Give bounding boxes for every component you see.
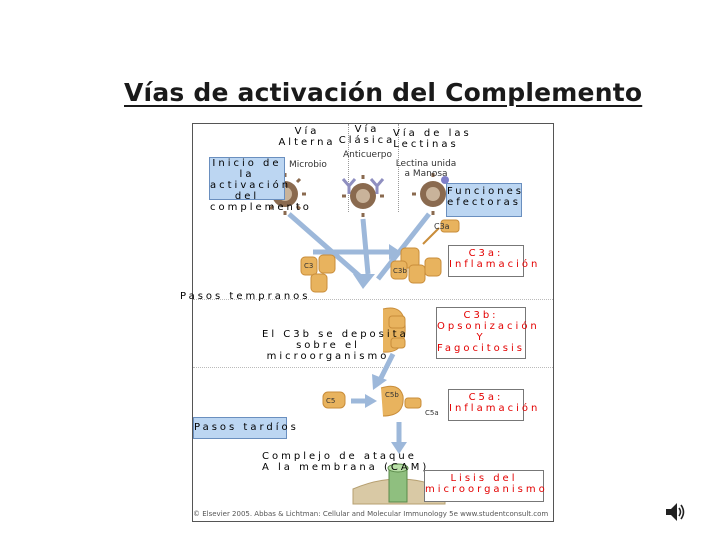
c5b-protein <box>380 385 404 417</box>
c3b-box-line4: Fagocitosis <box>437 343 525 354</box>
microbe-lectinas <box>412 173 454 215</box>
via-alterna-label: Vía Alterna <box>277 126 337 148</box>
cam-line1: Complejo de ataque <box>262 451 417 462</box>
c3b-box-line1: C3b: <box>463 310 499 321</box>
c3b-cluster <box>390 219 460 284</box>
c3b-box-line3: Y <box>476 332 486 343</box>
via-lectinas-label: Vía de las Lectinas <box>393 128 472 150</box>
figure-divider-right <box>398 124 399 212</box>
c3-cluster <box>300 254 336 293</box>
via-clasica-line1: Vía <box>354 124 380 135</box>
c5-protein <box>322 391 346 409</box>
figure-artwork <box>264 161 460 505</box>
c3a-label: C3a <box>434 222 450 231</box>
deposito-line2: sobre el <box>296 340 360 351</box>
c3b-box-line2: Opsonización <box>437 321 540 332</box>
c5a-inflamacion-box: C5a: Inflamación <box>448 389 541 421</box>
speaker-icon[interactable] <box>664 500 686 524</box>
lisis-box: Lisis del microorganismo <box>424 470 548 502</box>
c5a-protein <box>404 397 422 409</box>
funciones-efectoras-box: Funciones efectoras <box>446 183 522 217</box>
via-clasica-label: Vía Clásica <box>337 124 397 146</box>
microbio-label: Microbio <box>289 160 327 170</box>
slide-title: Vías de activación del Complemento <box>124 78 643 107</box>
c3a-inflamacion-box: C3a: Inflamación <box>448 245 541 277</box>
inicio-activacion-box: Inicio de la activación del complemento <box>209 157 309 213</box>
figure-divider-left <box>348 124 349 212</box>
via-lectinas-line1: Vía de las <box>393 128 472 139</box>
c5a-box-line2: Inflamación <box>449 403 541 414</box>
c5-label: C5 <box>326 397 336 405</box>
via-clasica-line2: Clásica <box>338 135 396 146</box>
funciones-line2: efectoras <box>447 197 521 208</box>
deposito-line1: El C3b se deposita <box>262 329 409 340</box>
figure-divider-early <box>193 299 553 300</box>
lisis-line2: microorganismo <box>425 484 548 495</box>
cam-label: Complejo de ataque A la membrana (CAM) <box>262 451 430 473</box>
via-lectinas-line2: Lectinas <box>393 139 459 150</box>
via-alterna-line2: Alterna <box>278 137 336 148</box>
figure-divider-late <box>193 367 553 368</box>
anticuerpo-label: Anticuerpo <box>343 150 392 160</box>
lectina-line2: a Manosa <box>404 169 448 179</box>
c3a-box-line2: Inflamación <box>449 259 541 270</box>
lisis-line1: Lisis del <box>450 473 518 484</box>
lectina-line1: Lectina unida <box>395 159 457 169</box>
copyright-text: © Elsevier 2005. Abbas & Lichtman: Cellu… <box>193 510 549 518</box>
pasos-tardios-box: Pasos tardíos <box>193 417 296 439</box>
inicio-line2: activación del <box>210 180 292 202</box>
inicio-line1: Inicio de la <box>212 158 282 180</box>
mac-pore <box>388 467 408 503</box>
lectina-label: Lectina unida a Manosa <box>395 159 457 179</box>
cam-line2: A la membrana (CAM) <box>262 462 430 473</box>
pasos-tempranos-label: Pasos tempranos <box>180 291 311 302</box>
c3b-opsonizacion-box: C3b: Opsonización Y Fagocitosis <box>436 307 540 359</box>
via-alterna-line1: Vía <box>294 126 320 137</box>
c5a-label: C5a <box>425 409 439 417</box>
inicio-line3: complemento <box>210 202 312 213</box>
c3-label: C3 <box>304 262 314 270</box>
c5b-label: C5b <box>385 391 399 399</box>
deposito-line3: microorganismo <box>266 351 390 362</box>
activation-arrows <box>287 212 431 281</box>
funciones-line1: Funciones <box>447 186 524 197</box>
c5a-box-line1: C5a: <box>468 392 504 403</box>
microbe-clasica <box>341 175 385 217</box>
c3a-box-line1: C3a: <box>468 248 504 259</box>
c3b-label: C3b <box>393 267 407 275</box>
c3b-deposito-label: El C3b se deposita sobre el microorganis… <box>262 329 409 362</box>
